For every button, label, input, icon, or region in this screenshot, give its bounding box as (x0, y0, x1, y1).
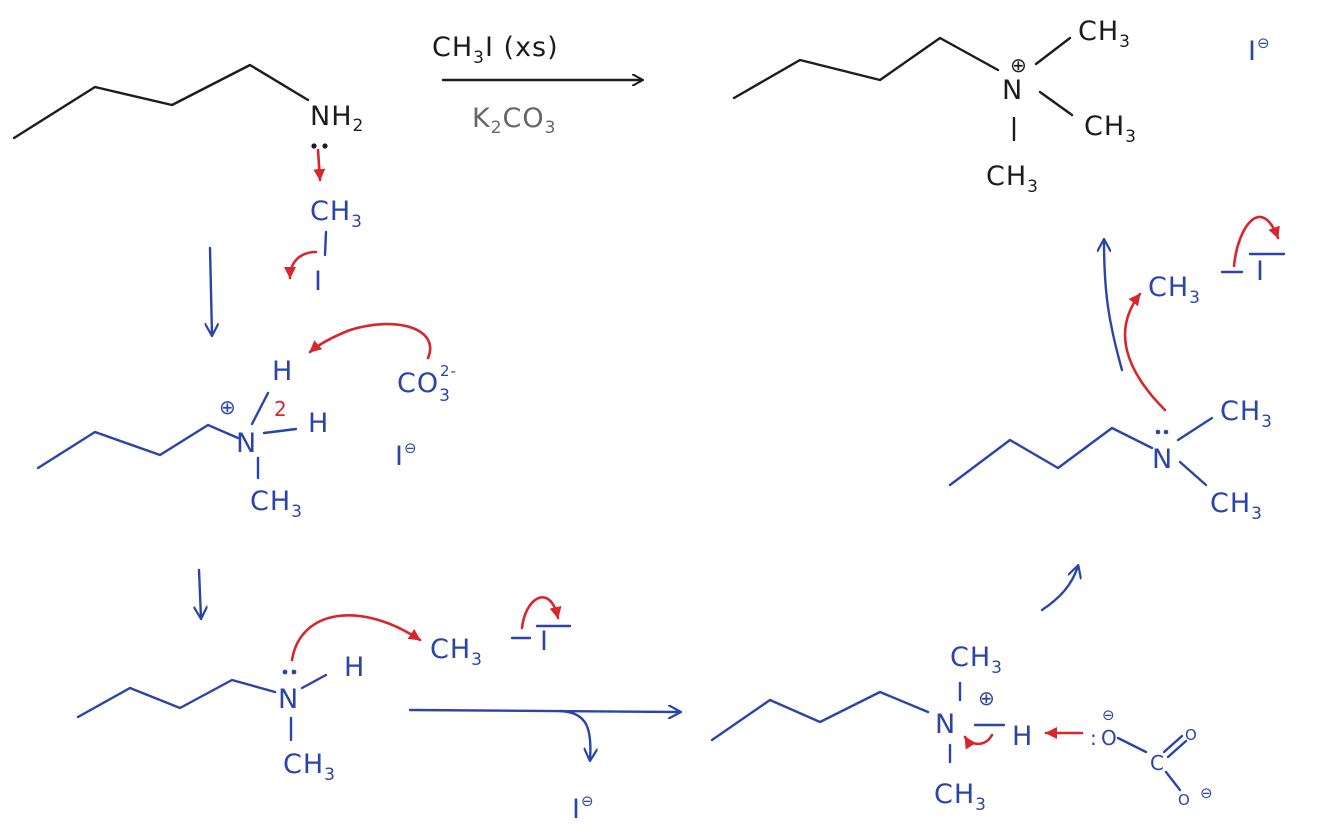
reagent-top: CH3I (xs) (432, 32, 559, 68)
carbonate-oxyanion: : O ⊖ C O O ⊖ (1044, 706, 1213, 809)
quaternary-ammonium-product: N ⊕ CH3 CH3 CH3 I⊖ (732, 16, 1271, 197)
c-o-bond (1164, 770, 1182, 792)
curved-arrow-attack (1123, 292, 1167, 412)
hydrogen-label: H (1012, 721, 1033, 752)
o-c-bond (1116, 736, 1148, 754)
butyl-chain-bond (948, 426, 1154, 487)
methyl-label: CH3 (986, 161, 1039, 197)
methyl-label: CH3 (1078, 16, 1131, 52)
curved-arrow-leaving (520, 596, 562, 630)
bond-number-2: 2 (274, 397, 287, 421)
nitrogen-label: N (236, 428, 257, 459)
oxygen-label: O (1101, 726, 1117, 750)
methyl-label: CH3 (250, 486, 303, 522)
lone-pair-colon: : (1090, 726, 1097, 750)
secondary-amine: N H CH3 (76, 652, 365, 785)
butyl-chain-bond (12, 63, 310, 140)
curved-arrow-attack (290, 614, 422, 662)
iodide-label: I⊖ (572, 792, 595, 825)
iodide-label: I⊖ (1248, 34, 1271, 67)
methyl-label: CH3 (283, 749, 336, 785)
butylamine: NH2 (12, 63, 364, 149)
nitrogen-label: N (1002, 75, 1023, 106)
oxygen-label: O (1178, 791, 1190, 809)
curved-arrow-deprotonation (308, 322, 432, 360)
positive-charge: ⊕ (219, 395, 236, 419)
tertiary-amine: N CH3 CH3 (948, 396, 1273, 524)
amine-label: NH2 (310, 101, 364, 136)
tertiary-ammonium: N CH3 ⊕ H CH3 (710, 642, 1033, 815)
methyl-label: CH3 (430, 634, 483, 670)
butyl-chain-bond (76, 678, 277, 719)
curved-arrow-leaving (284, 250, 318, 280)
c-i-bond (323, 230, 328, 257)
curved-arrow-leaving (1232, 215, 1280, 268)
lone-pair-dot (1155, 429, 1161, 435)
negative-charge: ⊖ (1200, 784, 1213, 802)
hydrogen-label: H (272, 356, 293, 387)
step-arrow-up-1 (1040, 566, 1078, 612)
step-arrow-right (408, 710, 680, 712)
carbonate-base: CO32- (308, 322, 457, 406)
methyl-label: CH3 (1084, 111, 1137, 147)
nitrogen-label: N (935, 709, 956, 740)
methyl-label: CH3 (1220, 396, 1273, 432)
methyl-iodide-3: CH3 I (1123, 215, 1286, 412)
butyl-chain-bond (710, 690, 930, 742)
n-h-bond (300, 673, 328, 690)
positive-charge: ⊕ (978, 686, 995, 710)
n-ch3-bond (1176, 416, 1214, 442)
curved-arrow-attack (313, 148, 326, 182)
butyl-chain-bond (732, 36, 1000, 100)
iodide-release-arrow (558, 709, 590, 760)
n-h-bond (250, 391, 270, 426)
secondary-ammonium: N ⊕ 2 H H CH3 I⊖ (36, 356, 418, 522)
n-ch3-bond (1178, 460, 1208, 487)
step-arrow-up-2 (1104, 240, 1124, 372)
hydrogen-label: H (308, 408, 329, 439)
iodine-label: I (540, 626, 549, 657)
methyl-iodide-1: CH3 I (284, 148, 363, 297)
methyl-label: CH3 (934, 779, 987, 815)
hydrogen-label: H (344, 652, 365, 683)
methyl-label: CH3 (310, 196, 363, 232)
positive-charge: ⊕ (1010, 53, 1027, 77)
nitrogen-label: N (1152, 444, 1173, 475)
reagent-bottom: K2CO3 (472, 103, 556, 138)
lone-pair-dot (322, 143, 328, 149)
n-h-bond (262, 427, 298, 435)
c-o-double-bond (1162, 734, 1184, 754)
curved-arrow-bond-collapse (963, 733, 994, 750)
methyl-label: CH3 (1148, 272, 1201, 308)
methyl-iodide-2: CH3 I (290, 596, 572, 670)
nitrogen-label: N (278, 684, 299, 715)
step-arrow-down-2 (199, 568, 201, 618)
step-arrow-down-1 (210, 246, 212, 335)
n-ch3-bond (1038, 90, 1074, 117)
step-arrow-right-with-iodide: I⊖ (408, 709, 680, 825)
carbonate-label: CO32- (397, 362, 457, 406)
reaction-conditions: CH3I (xs) K2CO3 (432, 32, 642, 138)
methyl-label: CH3 (950, 642, 1003, 678)
lone-pair-dot (291, 669, 297, 675)
iodine-label: I (314, 266, 323, 297)
lone-pair-dot (282, 669, 288, 675)
carbon-label: C (1150, 751, 1164, 775)
c-o-double-bond (1166, 739, 1188, 759)
iodide-label: I⊖ (395, 439, 418, 472)
iodine-label: I (1256, 256, 1265, 287)
n-ch3-bond (1034, 36, 1072, 66)
methyl-label: CH3 (1210, 488, 1263, 524)
negative-charge: ⊖ (1102, 706, 1115, 724)
lone-pair-dot (311, 143, 317, 149)
oxygen-label: O (1185, 726, 1197, 744)
lone-pair-dot (1163, 429, 1169, 435)
butyl-chain-bond (36, 423, 240, 470)
